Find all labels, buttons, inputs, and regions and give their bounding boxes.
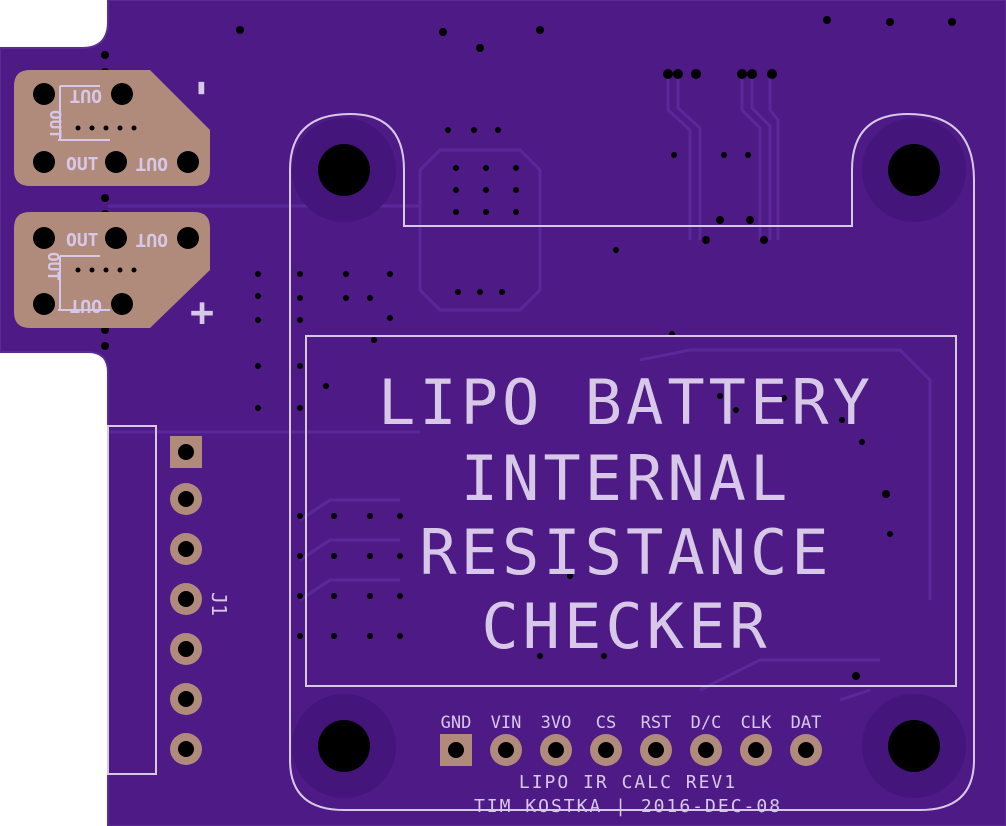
minus-sign: - xyxy=(180,76,226,100)
vias xyxy=(101,16,956,680)
pad-label: OUT xyxy=(69,85,102,106)
pin-label: VIN xyxy=(491,713,522,733)
connector-j1: J1 xyxy=(107,425,231,775)
pin-label: D/C xyxy=(691,713,722,733)
board-title: LIPO BATTERY INTERNAL RESISTANCE CHECKER xyxy=(378,366,874,663)
pad-label: OUT xyxy=(66,154,99,175)
title-line: LIPO BATTERY xyxy=(378,366,874,439)
display-window xyxy=(305,335,957,687)
battery-pad-top: OUT OUT OUT OUT xyxy=(14,70,210,186)
mounting-holes xyxy=(292,118,966,798)
revision-text: LIPO IR CALC REV1 xyxy=(519,772,737,793)
plus-sign: + xyxy=(190,290,214,336)
header-pins: GND VIN 3VO CS RST D/C CLK DAT xyxy=(440,713,822,766)
pin-label: DAT xyxy=(791,713,822,733)
pad-label: OUT xyxy=(66,230,99,251)
pad-label: OUT xyxy=(135,153,168,174)
pin-label: RST xyxy=(641,713,672,733)
title-line: CHECKER xyxy=(481,590,770,663)
author-date-text: TIM KOSTKA | 2016-DEC-08 xyxy=(474,796,782,817)
pad-label: OUT xyxy=(135,229,168,250)
title-line: INTERNAL xyxy=(461,442,792,515)
connector-label: J1 xyxy=(207,592,231,616)
pad-label: OUT xyxy=(46,110,65,139)
pin-label: CLK xyxy=(741,713,772,733)
battery-pad-bottom: OUT OUT OUT OUT xyxy=(14,212,210,328)
pin-label: CS xyxy=(596,713,616,733)
copper-traces xyxy=(108,74,932,702)
pad-label: OUT xyxy=(69,295,102,316)
display-outline xyxy=(289,112,975,811)
pin-label: 3VO xyxy=(541,713,572,733)
pad-label: OUT xyxy=(44,252,63,281)
title-line: RESISTANCE xyxy=(419,516,832,589)
pin-label: GND xyxy=(441,713,472,733)
